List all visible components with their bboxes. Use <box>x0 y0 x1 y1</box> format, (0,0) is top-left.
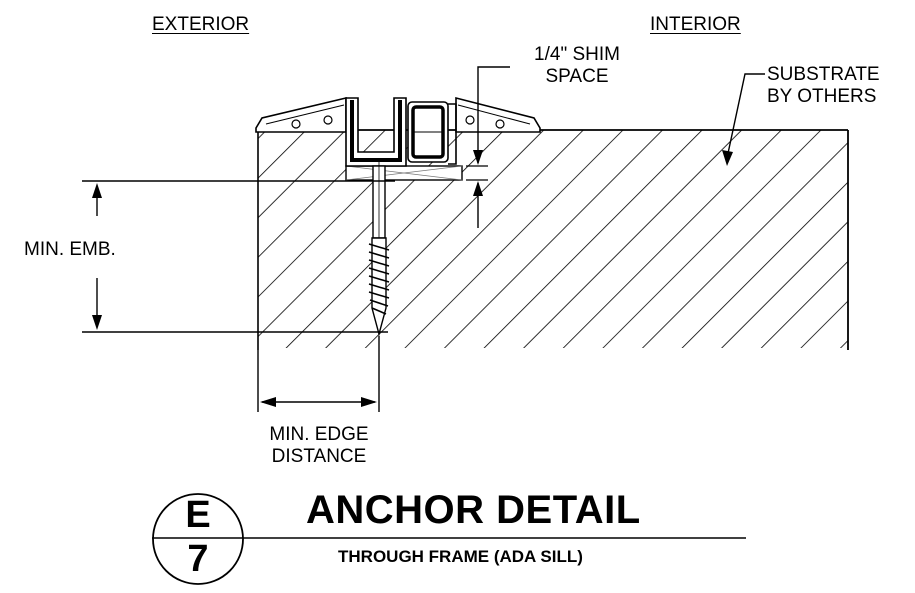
substrate-leader <box>722 73 765 166</box>
min-edge-dimension <box>257 336 380 412</box>
shim-space-label: 1/4" SHIM SPACE <box>512 44 642 88</box>
detail-title: ANCHOR DETAIL <box>306 488 641 532</box>
substrate-line2: BY OTHERS <box>767 86 877 107</box>
substrate-label: SUBSTRATE BY OTHERS <box>767 64 880 108</box>
min-emb-label: MIN. EMB. <box>24 239 116 260</box>
shim-space-line1: 1/4" SHIM <box>534 44 620 65</box>
interior-label: INTERIOR <box>650 14 741 35</box>
exterior-label: EXTERIOR <box>152 14 250 35</box>
shim-space-dimension <box>466 66 510 228</box>
min-edge-label: MIN. EDGE DISTANCE <box>246 424 392 468</box>
min-edge-line1: MIN. EDGE <box>269 424 369 445</box>
detail-subtitle: THROUGH FRAME (ADA SILL) <box>338 547 583 566</box>
detail-letter: E <box>185 494 211 536</box>
anchor-screw <box>368 160 390 337</box>
substrate-line1: SUBSTRATE <box>767 64 880 85</box>
detail-number: 7 <box>187 538 209 580</box>
shim-space-line2: SPACE <box>545 66 609 87</box>
min-edge-line2: DISTANCE <box>271 446 367 467</box>
detail-bubble <box>152 493 746 585</box>
sill-frame-profile <box>255 96 541 167</box>
min-emb-dimension <box>82 180 395 333</box>
